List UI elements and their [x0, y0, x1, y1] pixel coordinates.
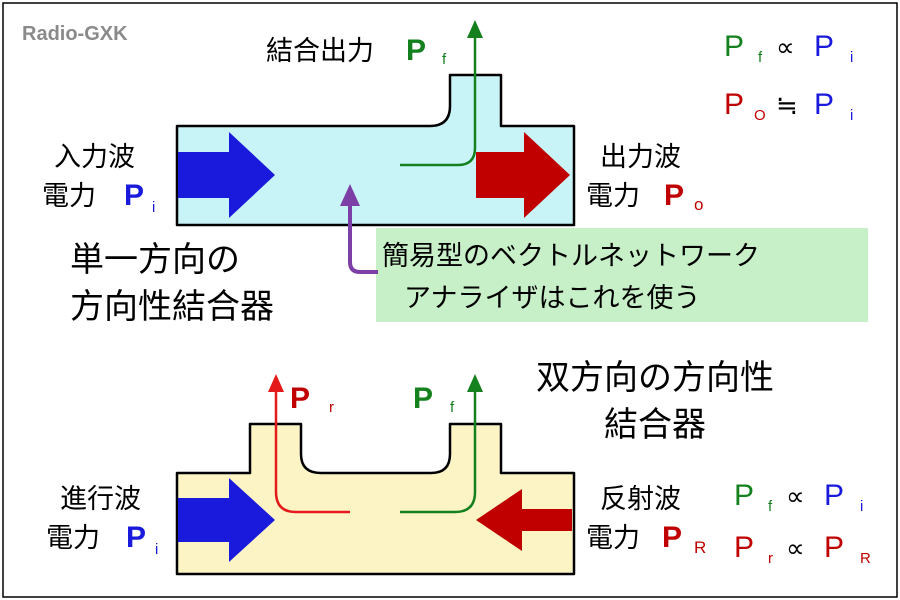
formula-po-approx-pi: P O ≒ P i: [724, 88, 853, 124]
bf1-b: P: [824, 479, 844, 512]
bf1-op: ∝: [786, 482, 805, 512]
bottom-pf-subscript: f: [450, 399, 455, 416]
bottom-pi-symbol: P: [126, 521, 146, 554]
f1-a: P: [724, 30, 744, 63]
reflected-wave-label: 反射波: [600, 484, 681, 515]
top-pi-symbol: P: [124, 179, 144, 212]
bf2-b: P: [824, 531, 844, 564]
output-wave-arrow: [476, 132, 570, 218]
formula-pr-prop-pR: P r ∝ P R: [734, 531, 871, 567]
bottom-pR-subscript: R: [694, 538, 706, 557]
f2-a-sub: O: [754, 107, 766, 124]
bottom-pf-symbol: P: [413, 382, 433, 415]
bottom-pR-symbol: P: [662, 521, 682, 554]
output-wave-label: 出力波: [600, 142, 681, 173]
coupled-output-label: 結合出力: [266, 36, 374, 67]
dual-coupler-caption-2: 結合器: [604, 405, 706, 445]
forward-wave-arrow: [178, 478, 275, 562]
f1-op: ∝: [776, 33, 795, 63]
note-line-1: 簡易型のベクトルネットワーク: [382, 241, 760, 272]
f1-b-sub: i: [850, 49, 853, 66]
watermark-text: Radio-GXK: [22, 23, 128, 45]
bf2-a: P: [734, 531, 754, 564]
f2-b: P: [814, 88, 834, 121]
top-po-subscript: o: [694, 195, 703, 214]
note-box: [376, 228, 868, 322]
input-wave-label: 入力波: [54, 142, 135, 173]
top-po-symbol: P: [664, 179, 684, 212]
forward-wave-label: 進行波: [60, 484, 141, 515]
reflected-coupled-line: [274, 384, 350, 514]
formula-pf-prop-pi: P f ∝ P i: [724, 30, 853, 66]
reflected-coupled-arrowhead: [268, 374, 284, 392]
forward-coupled-line: [400, 384, 477, 514]
formula-pf-prop-pi-bottom: P f ∝ P i: [734, 479, 863, 515]
bottom-pr-subscript: r: [329, 399, 334, 416]
f2-b-sub: i: [850, 107, 853, 124]
bf1-a: P: [734, 479, 754, 512]
single-coupler-caption-2: 方向性結合器: [70, 287, 274, 327]
bf2-a-sub: r: [768, 550, 773, 567]
f2-a: P: [724, 88, 744, 121]
bottom-pr-symbol: P: [290, 382, 310, 415]
bottom-pi-subscript: i: [155, 541, 158, 558]
bf1-b-sub: i: [860, 498, 863, 515]
bf2-op: ∝: [786, 534, 805, 564]
bf1-a-sub: f: [768, 498, 773, 515]
top-pf-symbol: P: [406, 34, 426, 67]
note-line-2: アナライザはこれを使う: [404, 283, 700, 314]
output-power-label: 電力: [586, 181, 640, 212]
top-pi-subscript: i: [152, 199, 155, 216]
single-coupler-caption-1: 単一方向の: [70, 240, 240, 280]
coupled-output-arrowhead: [467, 20, 483, 38]
top-pf-subscript: f: [442, 51, 447, 68]
reflected-wave-arrow: [476, 489, 572, 551]
note-pointer-arrowhead: [340, 184, 360, 206]
note-pointer-line: [348, 200, 378, 274]
input-wave-arrow: [178, 132, 275, 218]
f2-op: ≒: [776, 91, 798, 121]
dual-coupler-caption-1: 双方向の方向性: [536, 358, 774, 398]
bf2-b-sub: R: [860, 550, 871, 567]
f1-a-sub: f: [758, 49, 763, 66]
forward-coupled-arrowhead: [467, 374, 483, 392]
f1-b: P: [814, 30, 834, 63]
reflected-power-label: 電力: [586, 523, 640, 554]
input-power-label: 電力: [42, 181, 96, 212]
coupled-output-line: [400, 30, 477, 167]
forward-power-label: 電力: [46, 523, 100, 554]
